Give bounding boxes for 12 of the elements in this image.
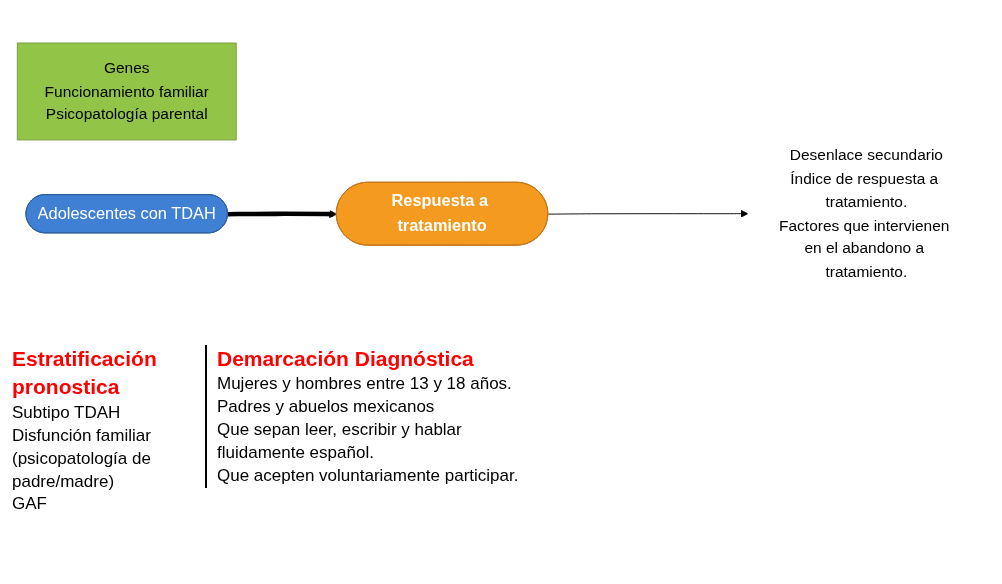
list-item: Disfunción familiar (psicopatología de padre/madre): [12, 424, 152, 493]
section-heading: Demarcación Diagnóstica: [217, 346, 475, 372]
list-item: Padres y abuelos mexicanos: [217, 396, 436, 419]
section-heading: Estratificación pronostica: [12, 346, 158, 401]
list-item: Subtipo TDAH: [12, 401, 122, 424]
list-item: GAF: [12, 493, 48, 516]
list-item: Que sepan leer, escribir y hablar fluidamente español.: [217, 419, 463, 465]
node-text: Desenlace secundario Índice de respuesta a tratamiento. Factores que intervienen en el abandono a tratamiento.: [779, 146, 950, 281]
list-item: Que acepten voluntariamente participar.: [217, 465, 520, 488]
arrow: [227, 210, 338, 219]
list-item: Mujeres y hombres entre 13 y 18 años.: [217, 373, 513, 396]
node-box: Genes Funcionamiento familiar Psicopatología parental: [16, 42, 237, 141]
